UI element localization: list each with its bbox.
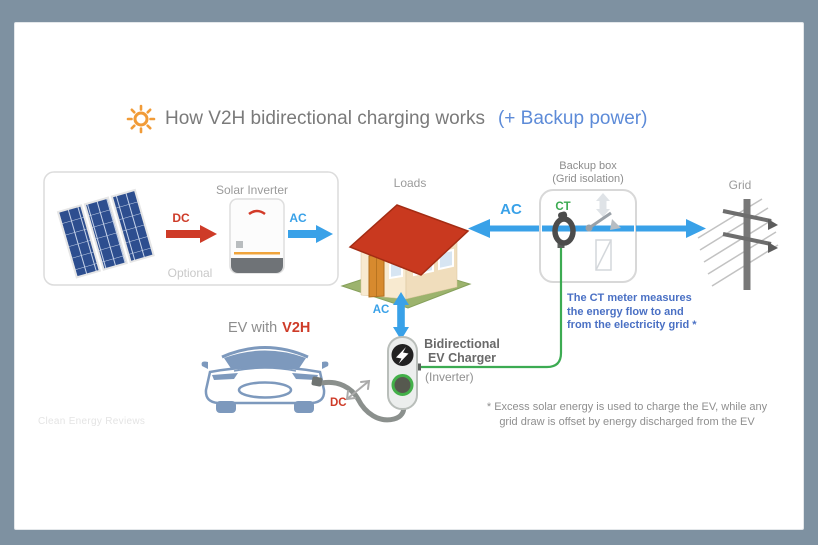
watermark: Clean Energy Reviews <box>38 416 146 427</box>
dc-label-ev: DC <box>330 397 347 409</box>
ev-v2h-highlight: V2H <box>282 320 311 336</box>
ac-label-charger: AC <box>372 304 390 316</box>
optional-label: Optional <box>167 266 213 280</box>
ct-note-line2: the energy flow to and <box>567 305 684 318</box>
solar-inverter-label: Solar Inverter <box>215 183 289 197</box>
ct-note-line1: The CT meter measures <box>567 292 692 304</box>
ct-label: CT <box>555 201 571 213</box>
ac-label-inverter: AC <box>289 211 307 225</box>
ct-meter-note: The CT meter measures the energy flow to… <box>567 292 697 333</box>
backup-box-label: Backup box (Grid isolation) <box>528 160 648 185</box>
ct-note-line3: from the electricity grid * <box>567 319 697 331</box>
charger-label: Bidirectional EV Charger <box>421 337 503 365</box>
sun-icon <box>126 104 156 134</box>
charger-label-line1: Bidirectional <box>424 337 500 351</box>
dc-label-solar: DC <box>172 211 190 225</box>
grid-label: Grid <box>728 178 752 192</box>
charger-sublabel: (Inverter) <box>425 370 474 384</box>
page-title: How V2H bidirectional charging works (+ … <box>126 104 647 134</box>
diagram-panel <box>14 22 804 530</box>
ev-label: EV with V2H <box>228 320 310 336</box>
ac-label-grid: AC <box>500 201 522 218</box>
backup-box-label-line1: Backup box <box>559 160 617 172</box>
footnote: * Excess solar energy is used to charge … <box>452 400 802 430</box>
footnote-line2: grid draw is offset by energy discharged… <box>499 416 755 428</box>
ev-label-prefix: EV with <box>228 320 278 336</box>
charger-label-line2: EV Charger <box>427 350 497 365</box>
title-text: How V2H bidirectional charging works <box>165 108 485 129</box>
footnote-line1: * Excess solar energy is used to charge … <box>486 401 768 413</box>
loads-label: Loads <box>393 176 427 190</box>
backup-box-label-line2: (Grid isolation) <box>552 172 624 185</box>
title-suffix: (+ Backup power) <box>497 108 648 129</box>
